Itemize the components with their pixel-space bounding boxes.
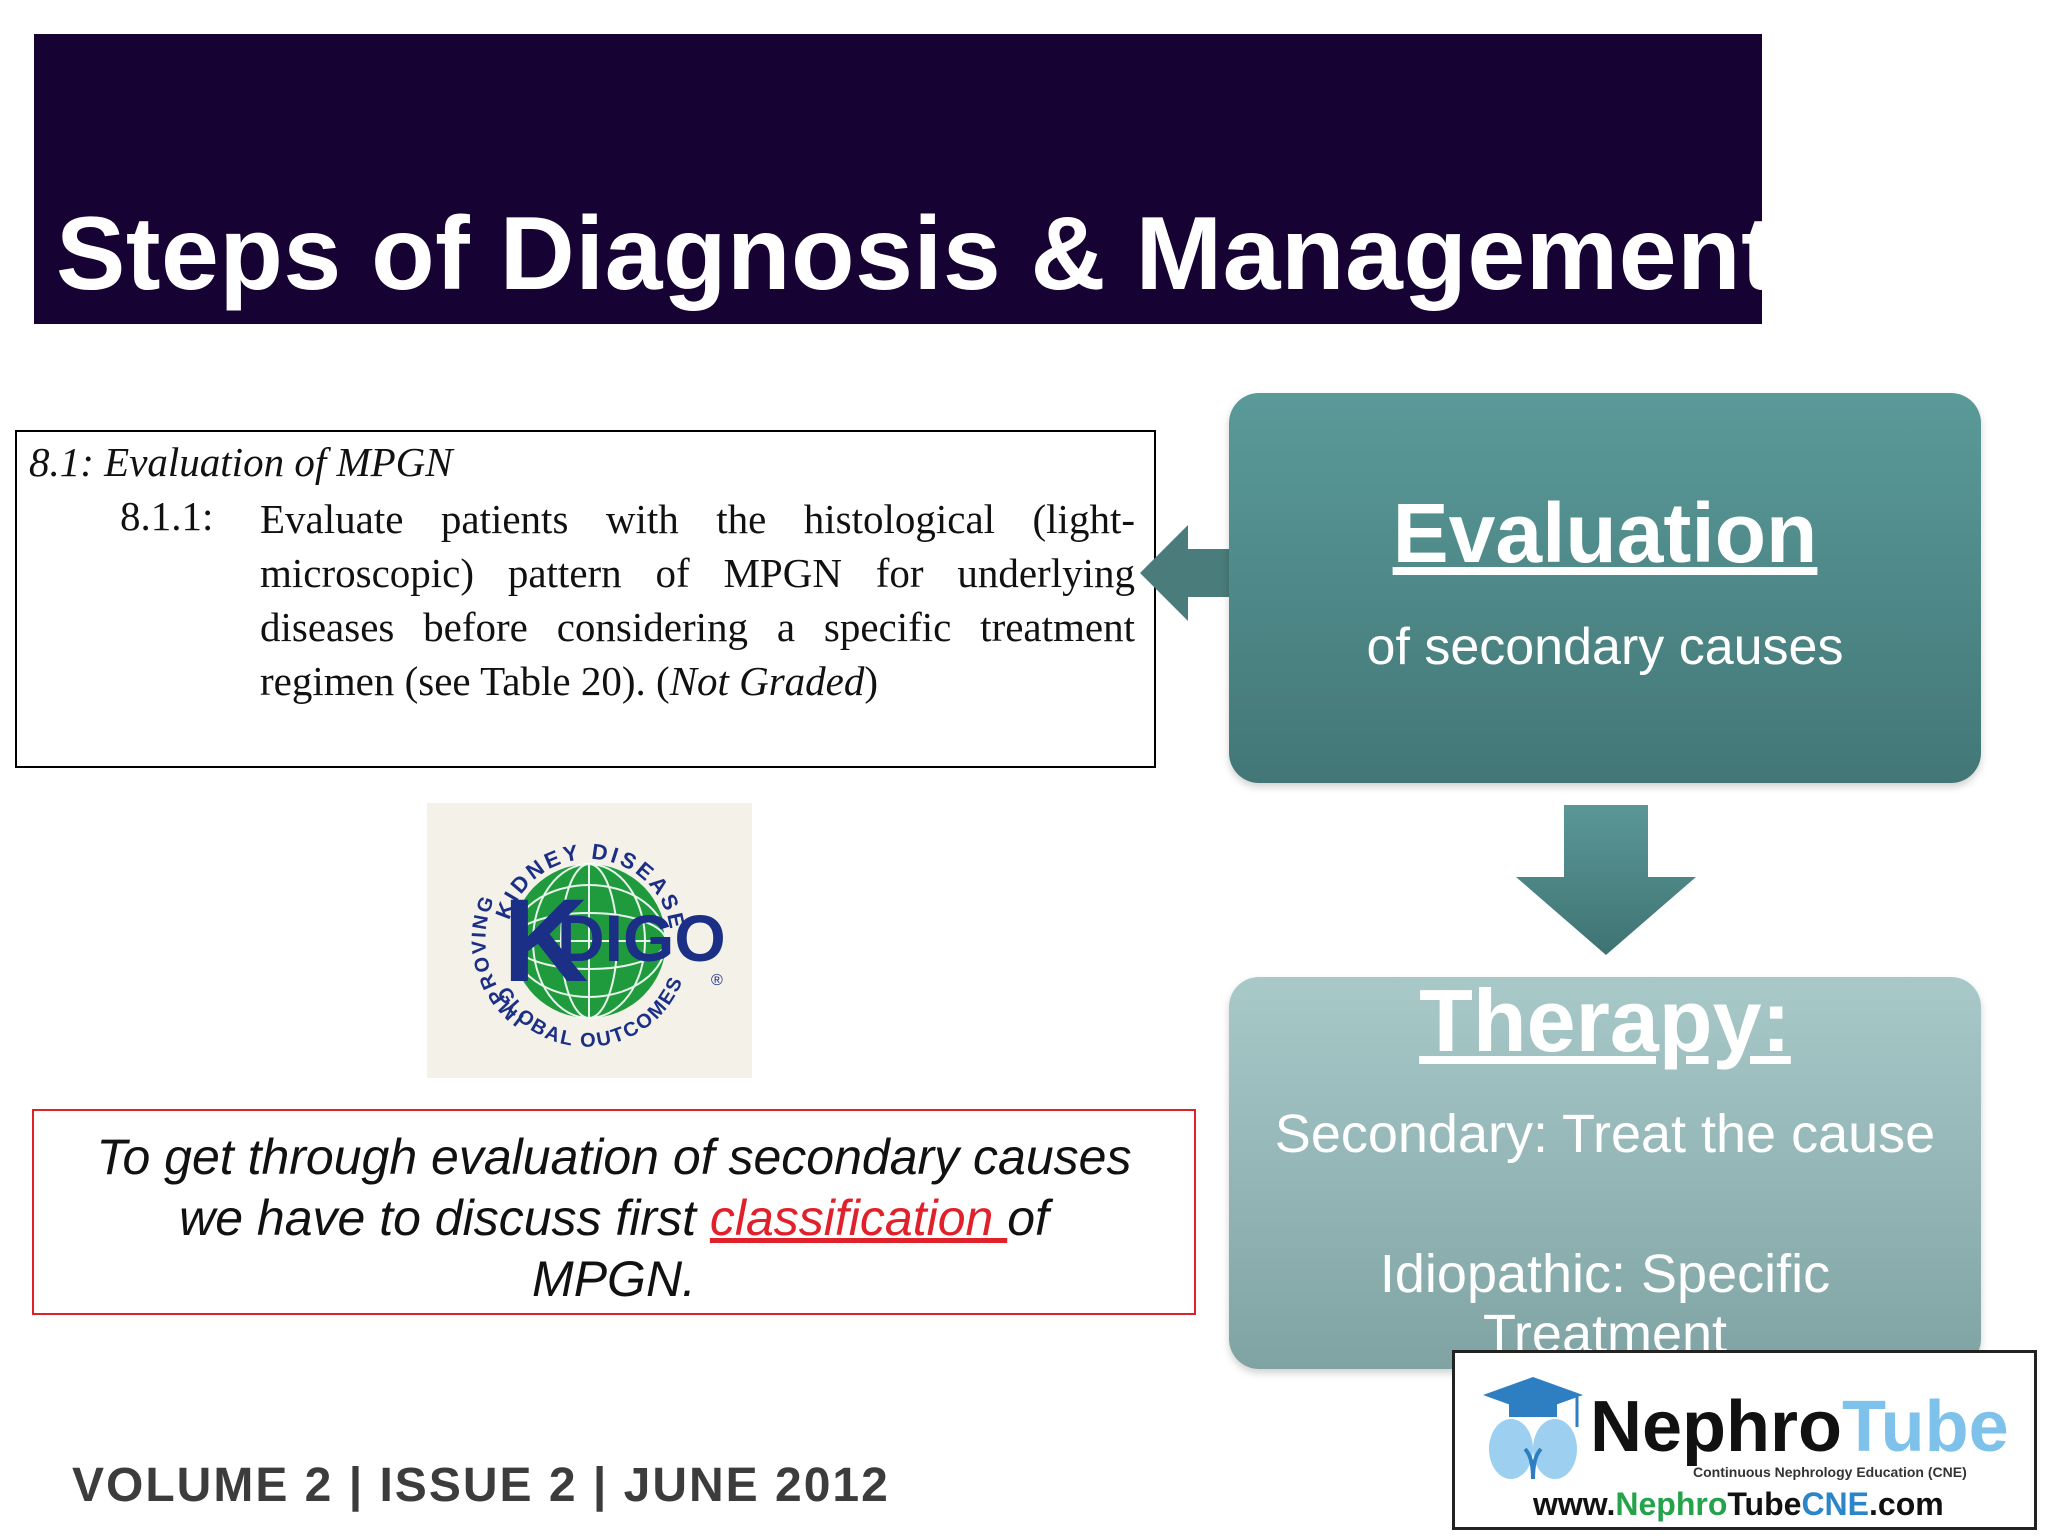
recommendation-heading: 8.1: Evaluation of MPGN [29, 439, 453, 485]
note-line3: MPGN. [532, 1251, 696, 1307]
kdigo-digo: DIGO [557, 901, 726, 975]
note-line1: To get through evaluation of secondary c… [96, 1129, 1132, 1185]
url-mid2: Tube [1727, 1486, 1802, 1522]
therapy-title: Therapy: [1419, 971, 1791, 1070]
recommendation-text: Evaluate patients with the histological … [260, 492, 1135, 708]
recommendation-close: ) [864, 658, 879, 704]
kdigo-k: K [503, 875, 588, 1007]
title-bar: Steps of Diagnosis & Management [34, 34, 1776, 324]
therapy-box: Therapy: Secondary: Treat the cause Idio… [1229, 977, 1981, 1369]
nephrotube-name-part1: Nephro [1590, 1387, 1842, 1467]
url-pre: www. [1533, 1486, 1616, 1522]
classification-link[interactable]: classification [709, 1190, 1008, 1246]
recommendation-grade: Not Graded [669, 658, 865, 704]
nephrotube-name: NephroTube [1590, 1391, 2009, 1463]
journal-volume: VOLUME 2 | ISSUE 2 | JUNE 2012 [72, 1459, 890, 1512]
note-line2-post: of [1007, 1190, 1049, 1246]
nephrotube-logo: NephroTube Continuous Nephrology Educati… [1452, 1350, 2037, 1530]
nephrotube-tagline: Continuous Nephrology Education (CNE) [1693, 1464, 1967, 1480]
url-mid3: CNE [1801, 1486, 1869, 1522]
recommendation-box: 8.1: Evaluation of MPGN 8.1.1: Evaluate … [15, 430, 1156, 768]
evaluation-subtitle: of secondary causes [1366, 618, 1844, 676]
slide-title: Steps of Diagnosis & Management [56, 196, 1777, 312]
nephrotube-name-part2: Tube [1842, 1387, 2009, 1467]
evaluation-title: Evaluation [1392, 486, 1818, 580]
therapy-idiopathic: Idiopathic: Specific Treatment [1379, 1244, 1831, 1364]
left-arrow-icon [1140, 525, 1232, 621]
note-box: To get through evaluation of secondary c… [32, 1109, 1196, 1315]
recommendation-main: Evaluate patients with the histological … [260, 496, 1135, 704]
nephrotube-url[interactable]: www.NephroTubeCNE.com [1533, 1486, 1944, 1523]
url-post: .com [1869, 1486, 1944, 1522]
recommendation-number: 8.1.1: [120, 493, 214, 539]
kidney-icon [1483, 1377, 1583, 1480]
note-line2-pre: we have to discuss first [179, 1190, 710, 1246]
url-mid1: Nephro [1615, 1486, 1728, 1522]
kdigo-registered: ® [711, 972, 723, 989]
evaluation-box: Evaluation of secondary causes [1229, 393, 1981, 783]
down-arrow-icon [1516, 805, 1696, 955]
kdigo-logo: K DIGO KIDNEY DISEASE IMPROVING GLOBAL O… [427, 803, 752, 1078]
therapy-secondary: Secondary: Treat the cause [1274, 1104, 1936, 1164]
note-line2: we have to discuss first classification … [34, 1188, 1194, 1249]
